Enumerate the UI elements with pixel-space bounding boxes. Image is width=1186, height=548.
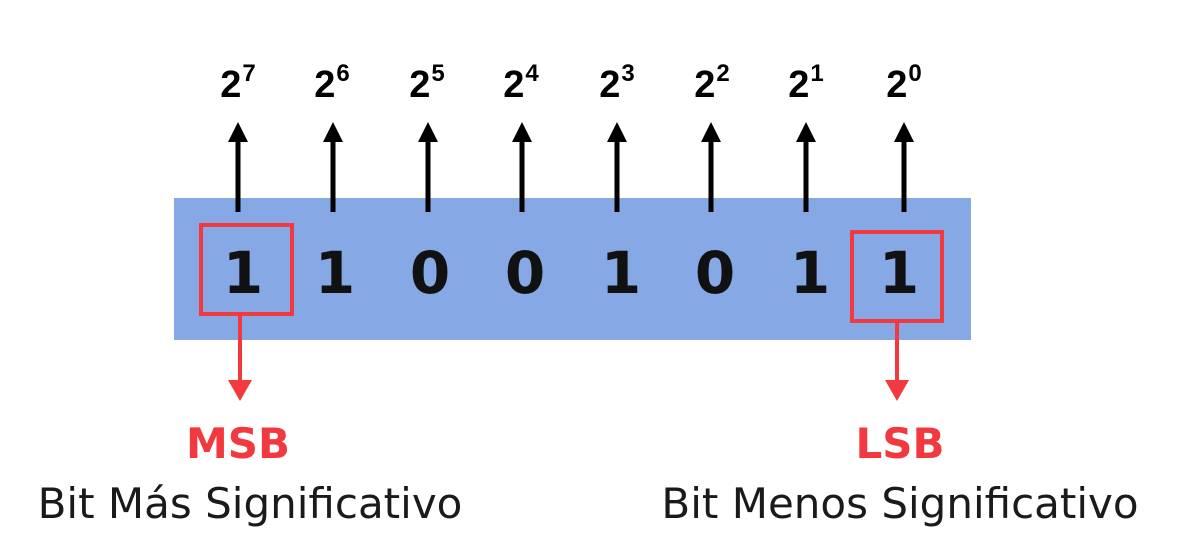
msb-description: Bit Más Significativo: [37, 479, 463, 528]
power-label: 23: [599, 60, 635, 106]
power-arrows: [228, 122, 914, 212]
power-arrow-head: [796, 122, 816, 142]
power-label: 20: [886, 60, 922, 106]
significance-arrow-head: [885, 380, 909, 401]
lsb-highlight-box: [850, 230, 944, 323]
bit-7: 1: [222, 239, 264, 307]
msb-label: MSB: [185, 419, 291, 468]
power-arrow-head: [323, 122, 343, 142]
power-arrow-head: [894, 122, 914, 142]
power-label: 22: [694, 60, 730, 106]
power-label: 25: [409, 60, 445, 106]
power-arrow-head: [607, 122, 627, 142]
power-label: 26: [314, 60, 350, 106]
bit-6: 1: [314, 239, 356, 307]
lsb-description: Bit Menos Significativo: [661, 479, 1139, 528]
register-band: [174, 198, 971, 340]
power-label: 24: [503, 60, 539, 106]
bit-5: 0: [409, 239, 451, 307]
power-label: 21: [788, 60, 824, 106]
power-arrow-head: [418, 122, 438, 142]
bit-3: 1: [600, 239, 642, 307]
significance-arrows: [228, 316, 909, 401]
lsb-label: LSB: [855, 419, 945, 468]
bit-0: 1: [878, 239, 920, 307]
power-arrow-head: [228, 122, 248, 142]
power-label: 27: [220, 60, 256, 106]
bit-4: 0: [504, 239, 546, 307]
msb-highlight-box: [199, 223, 294, 316]
bit-2: 0: [694, 239, 736, 307]
power-arrow-head: [701, 122, 721, 142]
bit-1: 1: [789, 239, 831, 307]
significance-arrow-head: [228, 380, 252, 401]
power-arrow-head: [512, 122, 532, 142]
